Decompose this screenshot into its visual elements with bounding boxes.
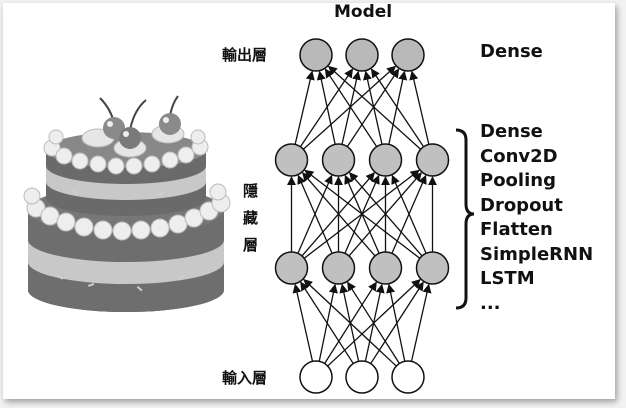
cake-top-cream <box>43 129 209 175</box>
network-edge <box>386 283 406 362</box>
hidden-node <box>274 251 309 285</box>
hidden-label-char-1: 隱 <box>243 182 259 200</box>
hidden-node <box>368 143 403 177</box>
hidden-layer-label: 隱 藏 層 <box>243 178 263 259</box>
output-node <box>345 38 379 72</box>
network-edges <box>286 65 438 367</box>
hidden-node <box>274 143 309 177</box>
network-edge <box>388 70 408 145</box>
network-edge <box>347 281 400 364</box>
network-edge <box>302 65 397 150</box>
cherries <box>81 95 185 158</box>
input-layer-label: 輸入層 <box>222 369 268 387</box>
network-edge <box>297 174 333 254</box>
model-title: Model <box>334 2 393 22</box>
network-edge <box>294 70 315 145</box>
hidden-layer-types: Dense Conv2D Pooling Dropout Flatten Sim… <box>480 120 593 316</box>
network-edge <box>349 172 423 257</box>
network-edge <box>316 70 336 145</box>
network-edge <box>410 283 432 362</box>
hidden-label-char-2: 藏 <box>243 209 259 227</box>
input-node <box>391 360 425 394</box>
cake-sprinkles <box>57 190 185 292</box>
network-edge <box>292 283 314 362</box>
network-edge <box>304 169 421 259</box>
hidden-node <box>415 143 450 177</box>
hidden-type-item: ... <box>480 292 501 314</box>
hidden-layers-brace <box>455 128 475 310</box>
network-edge <box>327 65 422 150</box>
input-node <box>345 360 379 394</box>
hidden-node <box>415 251 450 285</box>
cake-illustration <box>23 95 231 312</box>
network-edge <box>391 174 427 254</box>
output-node <box>299 38 333 72</box>
output-layer-type: Dense <box>480 41 543 62</box>
network-edge <box>299 68 354 148</box>
cake-bottom-tier <box>28 210 224 312</box>
network-edge <box>346 68 400 148</box>
network-edge <box>303 278 397 367</box>
network-edge <box>370 68 425 148</box>
network-edge <box>302 172 376 257</box>
network-nodes <box>274 38 450 394</box>
hidden-type-item: Pooling <box>480 170 556 191</box>
cake-bottom-stripe <box>28 240 224 284</box>
cake-top-stripe <box>46 166 206 200</box>
hidden-node <box>321 251 356 285</box>
hidden-type-item: Dense <box>480 121 543 142</box>
hidden-type-item: SimpleRNN <box>480 243 594 265</box>
hidden-type-item: Dropout <box>480 194 563 216</box>
hidden-node <box>321 143 356 177</box>
output-node <box>391 38 425 72</box>
input-node <box>299 360 333 394</box>
network-edge <box>409 70 430 145</box>
hidden-type-item: LSTM <box>480 268 535 289</box>
cake-bottom-cream <box>23 183 231 241</box>
hidden-label-char-3: 層 <box>243 236 259 254</box>
output-layer-label: 輸出層 <box>222 46 268 64</box>
hidden-type-item: Conv2D <box>480 145 558 167</box>
network-edge <box>324 68 378 148</box>
network-edge <box>300 281 354 364</box>
network-edge <box>341 70 361 145</box>
hidden-type-item: Flatten <box>480 219 553 240</box>
hidden-node <box>368 251 403 285</box>
